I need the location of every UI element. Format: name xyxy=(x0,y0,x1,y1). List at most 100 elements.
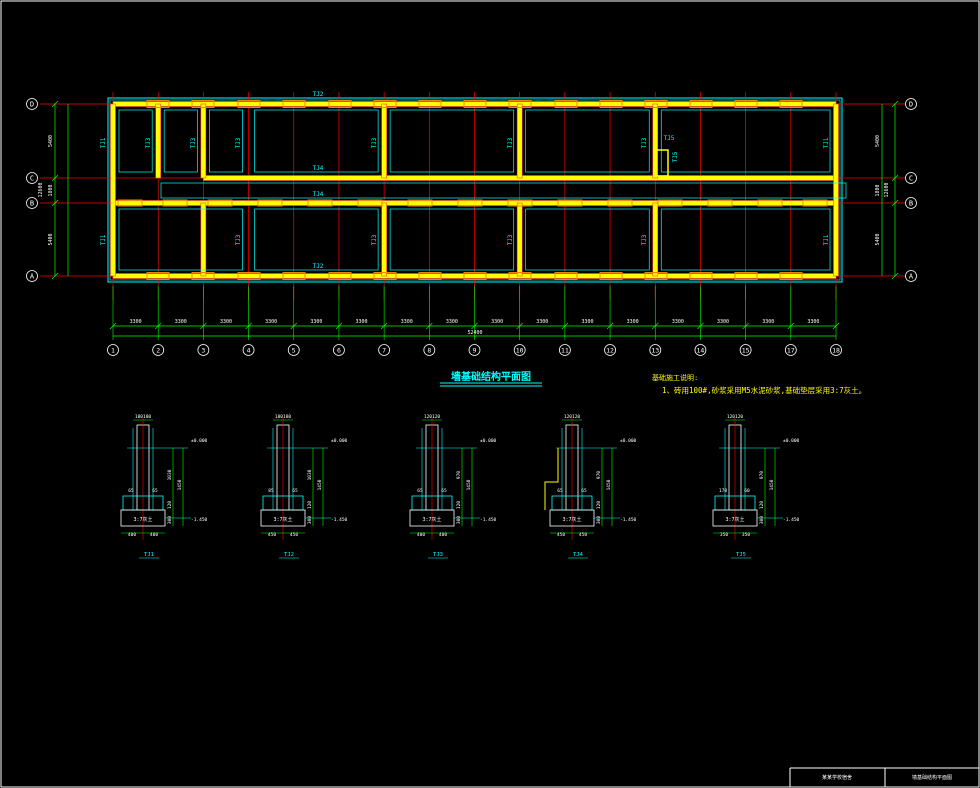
tag-vertical-low: TJ3 xyxy=(641,234,648,245)
section-label: TJ3 xyxy=(433,552,443,558)
tag-vertical-low: TJ1 xyxy=(100,234,107,245)
tag-vertical-low: TJ3 xyxy=(235,234,242,245)
wall-pad xyxy=(146,272,170,280)
bay-dim: 3300 xyxy=(401,319,413,325)
dim-tick xyxy=(832,322,840,330)
dim-tick xyxy=(652,322,659,330)
bay-dim: 3300 xyxy=(581,319,593,325)
section-w1: 400 xyxy=(128,532,136,538)
section-h1: 970 xyxy=(456,471,462,479)
corridor-outline xyxy=(160,182,847,199)
bay-dim: 3300 xyxy=(491,319,503,325)
overall-vert-dim-left: 12600 xyxy=(38,182,44,197)
section-label: TJ1 xyxy=(144,552,154,558)
tag-mid-c: TJ4 xyxy=(313,165,324,172)
dim-tick xyxy=(787,322,795,330)
section-label: TJ2 xyxy=(284,552,294,558)
bay-dim: 3300 xyxy=(175,319,187,325)
wall-segment xyxy=(155,103,161,179)
col-axis-bubble xyxy=(107,344,119,356)
wall-pad xyxy=(282,100,306,108)
tag-vertical-low: TJ3 xyxy=(507,234,514,245)
row-dim-right: 5400 xyxy=(875,135,881,147)
tag-vertical: TJ3 xyxy=(641,137,648,148)
col-axis-label: 14 xyxy=(697,347,705,355)
col-axis-label: 2 xyxy=(156,347,160,355)
wall-pad xyxy=(707,199,733,207)
row-dim-left: 1800 xyxy=(48,184,54,196)
row-axis-label: C xyxy=(30,175,34,183)
row-axis-bubble xyxy=(905,270,917,282)
footing-outline xyxy=(660,109,831,173)
wall-pad xyxy=(257,199,283,207)
section-label: TJ5 xyxy=(736,552,746,558)
total-dim: 52400 xyxy=(467,330,482,336)
dim-tick xyxy=(742,322,749,330)
section-top: 180180 xyxy=(275,414,292,420)
tag-vertical-low: TJ3 xyxy=(371,234,378,245)
tag-vertical: TJ3 xyxy=(507,137,514,148)
section-c: 120 xyxy=(596,501,602,509)
row-axis-label: D xyxy=(909,101,913,109)
footing-outline xyxy=(118,208,243,271)
section-d: 300 xyxy=(759,516,765,524)
dim-tick xyxy=(245,322,252,330)
wall-pad xyxy=(463,272,487,280)
dim-tick xyxy=(380,322,388,330)
section-pad-label: 3:7灰土 xyxy=(562,516,581,523)
section-h2: 1450 xyxy=(769,479,775,490)
section-c: 120 xyxy=(759,501,765,509)
wall-segment xyxy=(381,202,387,277)
section-d: 300 xyxy=(307,516,313,524)
section-top: 120120 xyxy=(564,414,581,420)
section-label: TJ4 xyxy=(573,552,584,558)
row-axis-bubble xyxy=(26,197,38,209)
row-axis-bubble xyxy=(905,172,917,184)
row-dim-right: 5400 xyxy=(875,233,881,245)
col-axis-bubble xyxy=(423,344,436,356)
plan-title: 墙基础结构平面图 xyxy=(451,370,531,383)
col-axis-bubble xyxy=(197,344,210,356)
wall-pad xyxy=(191,272,215,280)
wall-pad xyxy=(373,100,397,108)
section-bot: -1.450 xyxy=(331,517,348,523)
section-b: 65 xyxy=(292,488,298,494)
bay-dim: 3300 xyxy=(130,319,142,325)
footing-outline xyxy=(525,208,650,271)
dim-tick xyxy=(51,199,59,207)
row-axis-label: D xyxy=(30,101,34,109)
wall-pad xyxy=(607,199,633,207)
dim-tick xyxy=(891,100,899,108)
section-c: 120 xyxy=(307,501,313,509)
section-h1: 970 xyxy=(759,471,765,479)
wall-pad xyxy=(328,272,352,280)
footing-outline xyxy=(254,109,379,173)
wall-segment xyxy=(516,202,523,277)
col-axis-bubble xyxy=(242,344,255,356)
wall-pad xyxy=(802,199,828,207)
col-axis-bubble xyxy=(152,344,165,356)
bay-dim: 3300 xyxy=(672,319,684,325)
bay-dim: 3300 xyxy=(310,319,322,325)
wall-segment xyxy=(652,202,659,277)
section-bot: -1.450 xyxy=(620,517,637,523)
section-h2: 1450 xyxy=(317,479,323,490)
row-axis-bubble xyxy=(905,197,917,209)
row-axis-label: A xyxy=(909,273,914,281)
section-w2: 400 xyxy=(150,532,158,538)
tag-vertical: TJ1 xyxy=(100,137,107,148)
wall-segment xyxy=(381,103,387,179)
wall-pad xyxy=(554,100,578,108)
section-w2: 450 xyxy=(579,532,587,538)
row-axis-label: A xyxy=(30,273,35,281)
wall-pad xyxy=(457,199,483,207)
wall-pad xyxy=(207,199,233,207)
row-axis-bubble xyxy=(26,98,38,110)
section-h1: 1030 xyxy=(307,469,313,480)
wall-pad xyxy=(146,100,170,108)
overall-vert-dim-right: 12600 xyxy=(884,182,890,197)
